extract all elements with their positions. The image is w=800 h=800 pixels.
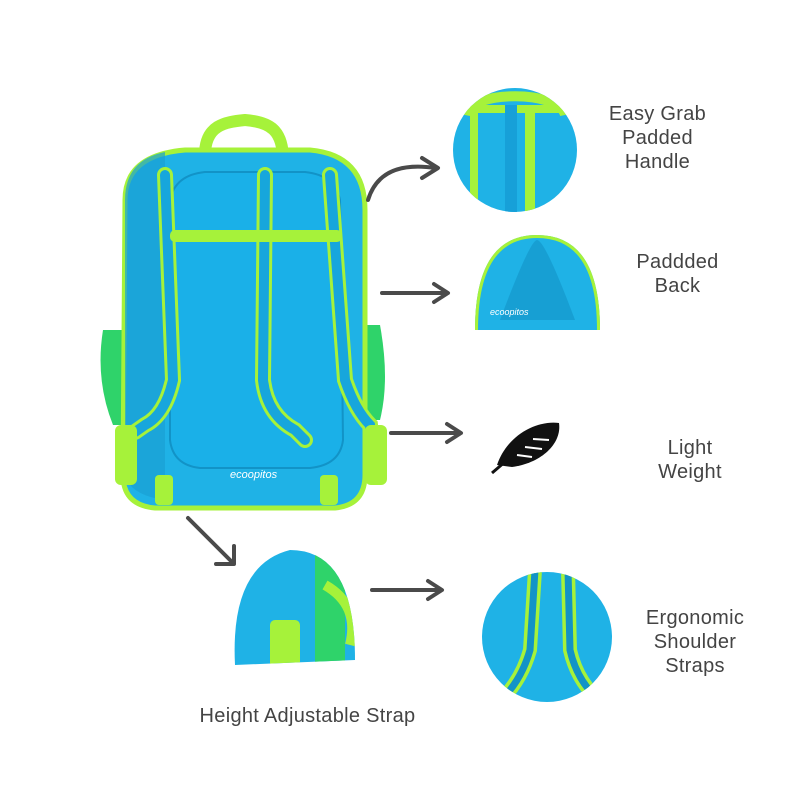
straps-closeup-image: [482, 572, 612, 702]
arrow-icon: [389, 422, 463, 444]
feature-label-handle: Easy Grab Padded Handle: [608, 103, 707, 173]
strap-closeup-image: [234, 550, 355, 665]
feather-icon: [491, 422, 560, 475]
feature-label-weight: Light Weight: [658, 437, 722, 483]
feature-label-straps: Ergonomic Shoulder Straps: [645, 607, 745, 677]
arrow-icon: [186, 516, 236, 566]
arrow-icon: [380, 282, 450, 304]
feature-label-height-strap: Height Adjustable Strap: [199, 705, 416, 727]
brand-logo: ecoopitos: [230, 469, 278, 481]
arrow-icon: [366, 156, 440, 202]
arrow-icon: [370, 579, 444, 601]
feature-label-back: Paddded Back: [636, 251, 719, 297]
handle-closeup-image: [453, 88, 577, 212]
back-closeup-image: ecoopitos: [475, 235, 600, 330]
svg-text:ecoopitos: ecoopitos: [490, 307, 529, 317]
backpack-image: ecoopitos: [100, 113, 387, 511]
